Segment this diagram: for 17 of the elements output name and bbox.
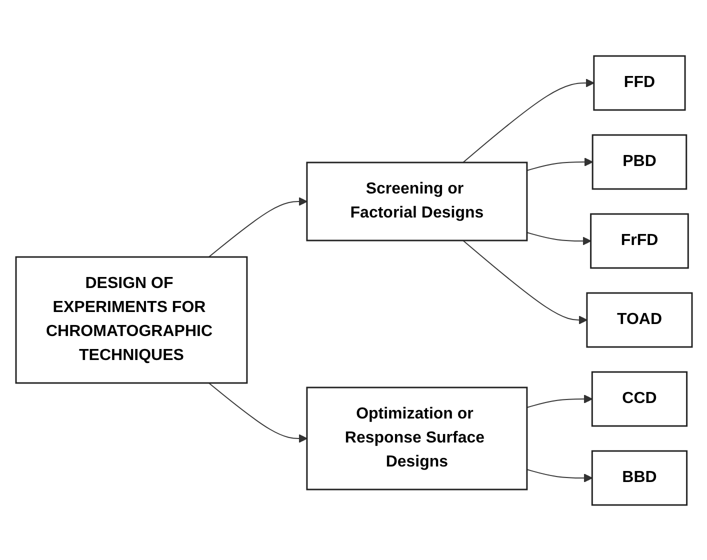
arrow xyxy=(462,78,594,162)
arrow xyxy=(526,468,592,482)
node-box: Screening or Factorial Designs xyxy=(306,161,528,241)
arrow xyxy=(208,382,307,442)
arrow xyxy=(526,232,591,245)
node-box: PBD xyxy=(591,134,687,190)
arrow xyxy=(526,394,592,408)
node-box: TOAD xyxy=(586,292,692,348)
node-box: Optimization or Response Surface Designs xyxy=(306,386,528,490)
arrow xyxy=(526,157,592,170)
node-box: DESIGN OF EXPERIMENTS FOR CHROMATOGRAPHIC TECHNIQUES xyxy=(14,256,248,384)
node-box: FFD xyxy=(592,54,686,110)
arrow xyxy=(208,196,307,257)
node-box: CCD xyxy=(590,370,688,426)
node-box: BBD xyxy=(590,450,688,506)
arrow xyxy=(462,240,587,324)
node-box: FrFD xyxy=(590,212,688,268)
